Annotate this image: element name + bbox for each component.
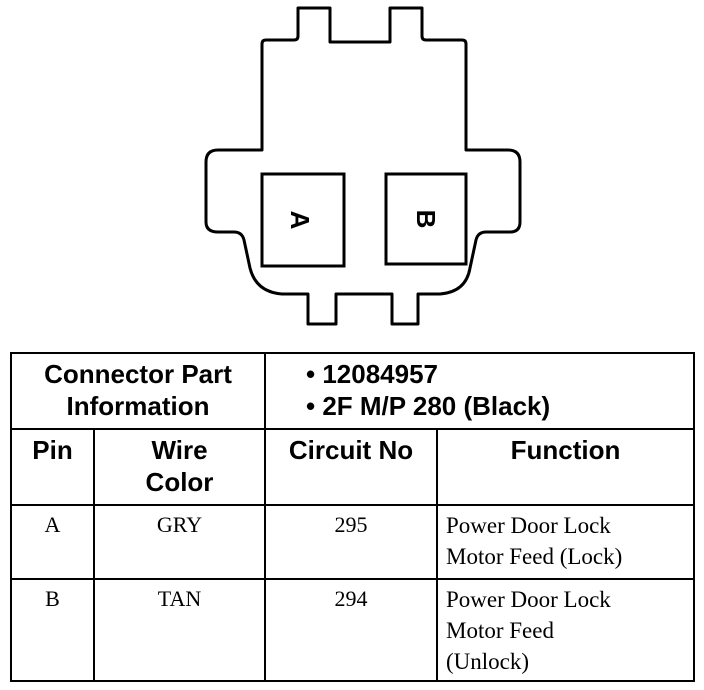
function-line: (Unlock) <box>446 649 530 674</box>
table-row: B TAN 294 Power Door Lock Motor Feed (Un… <box>10 578 696 682</box>
part-number: • 12084957 <box>306 359 439 389</box>
pin-cell: A <box>10 504 95 580</box>
pin-cell: B <box>10 578 95 682</box>
cavity-a-label: A <box>285 211 315 230</box>
function-cell: Power Door Lock Motor Feed (Lock) <box>435 504 696 580</box>
wire-color-cell: TAN <box>93 578 266 682</box>
cavity-a <box>260 172 346 268</box>
wire-color-header: Wire Color <box>93 428 266 506</box>
part-description: • 2F M/P 280 (Black) <box>306 391 551 421</box>
table-row: A GRY 295 Power Door Lock Motor Feed (Lo… <box>10 504 696 580</box>
part-info-heading-line1: Connector Part <box>44 359 232 389</box>
cavity-b-label: B <box>411 210 441 229</box>
part-info-heading-cell: Connector Part Information <box>10 352 266 430</box>
cavity-b <box>384 172 468 266</box>
function-line: Motor Feed (Lock) <box>446 544 623 569</box>
function-cell: Power Door Lock Motor Feed (Unlock) <box>435 578 696 682</box>
circuit-no-header: Circuit No <box>264 428 438 506</box>
connector-face-drawing: A B <box>204 6 522 326</box>
function-line: Power Door Lock <box>446 513 611 538</box>
part-info-heading-line2: Information <box>66 391 210 421</box>
wire-color-cell: GRY <box>93 504 266 580</box>
part-info-values-cell: • 12084957 • 2F M/P 280 (Black) <box>263 352 696 430</box>
circuit-no-cell: 294 <box>264 578 438 682</box>
column-header-row: Pin Wire Color Circuit No Function <box>10 428 696 506</box>
function-header: Function <box>435 428 696 506</box>
connector-info-table: Connector Part Information • 12084957 • … <box>10 352 696 682</box>
connector-housing-outline <box>204 6 522 326</box>
part-info-row: Connector Part Information • 12084957 • … <box>10 352 696 430</box>
circuit-no-cell: 295 <box>264 504 438 580</box>
function-line: Power Door Lock <box>446 587 611 612</box>
pin-header: Pin <box>10 428 95 506</box>
function-line: Motor Feed <box>446 618 554 643</box>
